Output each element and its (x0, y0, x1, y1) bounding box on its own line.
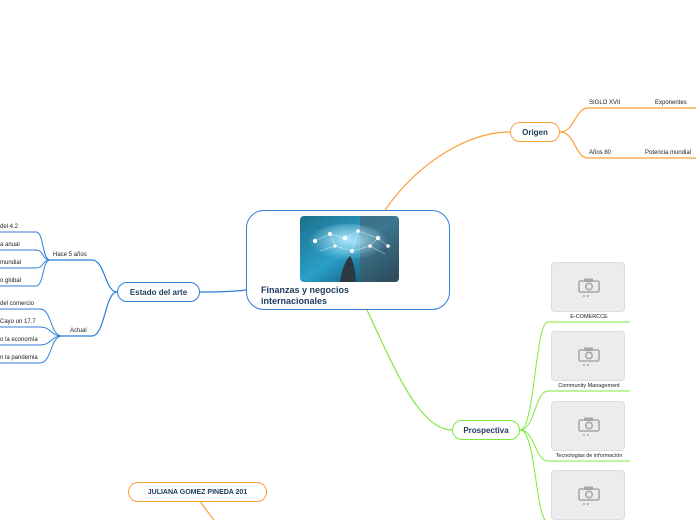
edge-central-estado (199, 289, 247, 293)
subtopic-exponentes[interactable]: Exponentes (655, 100, 687, 106)
edge-prosp-2 (519, 390, 630, 431)
edge-prosp-1 (519, 321, 630, 431)
central-topic-title: Finanzas y negocios internacionales (261, 285, 411, 307)
edge-actual-leaf2 (0, 326, 63, 337)
central-topic-image (300, 216, 399, 282)
leaf-hace-4[interactable]: o global (0, 278, 22, 284)
central-topic[interactable]: Finanzas y negocios internacionales (246, 210, 450, 310)
edge-origen-anos (559, 131, 618, 159)
subtopic-potencia-mundial[interactable]: Potencia mundial (645, 150, 692, 156)
subtopic-actual[interactable]: Actual (70, 328, 87, 334)
edge-central-origen (384, 131, 511, 211)
topic-author-label: JULIANA GOMEZ PINEDA 201 (147, 488, 248, 496)
leaf-hace-3[interactable]: mundial (0, 260, 22, 266)
subtopic-anos-80[interactable]: Años 80 (589, 150, 612, 156)
edge-actual-leaf1 (0, 308, 63, 337)
central-title-line1: Finanzas y negocios (261, 285, 350, 295)
edge-prosp-4 (519, 429, 546, 520)
image-placeholder-3[interactable] (551, 401, 625, 451)
prospectiva-item-community[interactable]: Community Management (558, 383, 620, 389)
edge-estado-actual (62, 291, 118, 337)
subtopic-siglo-xvii[interactable]: SIGLO XVII (589, 100, 621, 106)
topic-prospectiva[interactable]: Prospectiva (452, 420, 520, 440)
edge-author-tail (199, 500, 215, 520)
topic-estado-del-arte[interactable]: Estado del arte (117, 282, 200, 302)
image-placeholder-1[interactable] (551, 262, 625, 312)
edge-hace-leaf1 (0, 231, 51, 261)
leaf-actual-1[interactable]: del comercio (0, 301, 35, 307)
edge-estado-hace (50, 259, 118, 293)
prospectiva-item-ecommerce[interactable]: E-COMERCCE (570, 314, 608, 320)
edge-hace-leaf4 (0, 259, 51, 287)
leaf-actual-3[interactable]: o la economía (0, 337, 38, 343)
camera-icon (578, 417, 600, 436)
topic-prospectiva-label: Prospectiva (463, 425, 509, 435)
leaf-hace-1[interactable]: del 4.2 (0, 224, 19, 230)
edge-origen-siglo (559, 107, 628, 133)
camera-icon (578, 347, 600, 366)
edge-hace-leaf2 (0, 249, 51, 261)
edge-prosp-3 (519, 429, 630, 462)
leaf-hace-2[interactable]: a anual (0, 242, 20, 248)
topic-origen-label: Origen (522, 127, 548, 137)
leaf-actual-4[interactable]: n la pandemia (0, 355, 38, 361)
central-title-line2: internacionales (261, 296, 328, 306)
image-placeholder-2[interactable] (551, 331, 625, 381)
prospectiva-item-tecnologias[interactable]: Tecnologias de información (555, 453, 623, 459)
topic-author[interactable]: JULIANA GOMEZ PINEDA 201 (128, 482, 267, 502)
leaf-actual-2[interactable]: Cayo un 17.7 (0, 319, 36, 325)
edge-central-prospectiva (366, 309, 453, 431)
topic-origen[interactable]: Origen (510, 122, 560, 142)
camera-icon (578, 486, 600, 505)
edge-actual-leaf4 (0, 335, 63, 364)
subtopic-hace-5-anos[interactable]: Hace 5 años (53, 252, 87, 258)
camera-icon (578, 278, 600, 297)
image-placeholder-4[interactable] (551, 470, 625, 520)
topic-estado-label: Estado del arte (129, 287, 188, 297)
